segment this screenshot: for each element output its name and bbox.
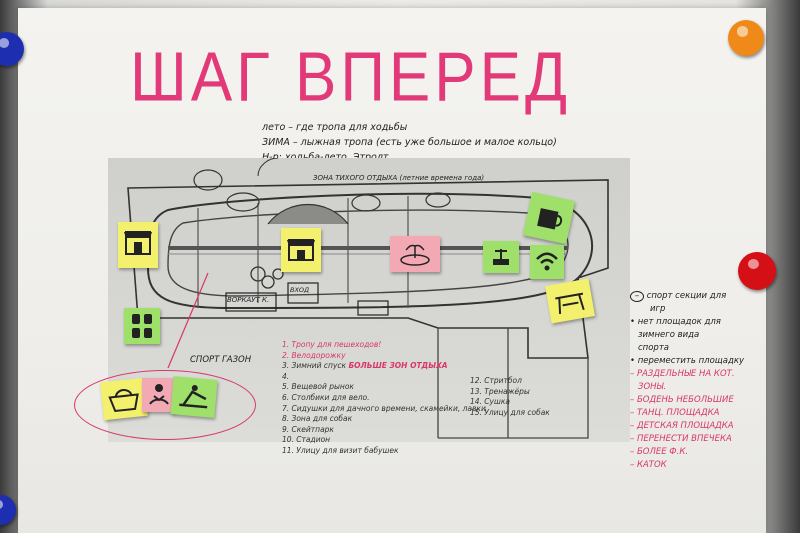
legend-list-right: 12. Стритбол 13. Тренажёры 14. Сушка 15.… — [470, 376, 550, 418]
sticky-basket — [100, 377, 148, 421]
legend-item: 5. Вещевой рынок — [282, 382, 354, 392]
minus-circle-icon: – — [630, 291, 644, 302]
coffee-cup-icon — [537, 208, 563, 230]
sticky-fountain-green — [483, 241, 519, 273]
right-note-dark: спорта — [638, 343, 669, 353]
legend-item: 6. Столбики для вело. — [282, 392, 370, 402]
blue-pin-bottom-left — [0, 495, 16, 525]
sport-lawn-label: СПОРТ ГАЗОН — [190, 355, 252, 365]
sticky-wifi — [530, 245, 564, 279]
right-note-pink: – ДЕТСКАЯ ПЛОЩАДКА — [630, 421, 734, 431]
shop-icon — [287, 239, 315, 261]
legend-item: 2. Велодорожку — [282, 350, 346, 360]
top-note-3: Н-р: ходьба-лето. Этролт. — [262, 150, 557, 165]
legend-item-text: 3. Зимний спуск — [282, 361, 347, 371]
sticky-fountain — [390, 236, 440, 272]
right-note-dark: • переместить площадку — [630, 356, 745, 366]
legend-item: 14. Сушка — [470, 397, 510, 407]
park-map-lines — [127, 158, 609, 439]
right-note-pink: – КАТОК — [630, 460, 667, 470]
legend-list-left: 1. Тропу для пешеходов! 2. Велодорожку 3… — [282, 340, 486, 457]
meditation-icon — [149, 384, 169, 405]
sport-group-oval — [74, 370, 256, 440]
sticky-coffee — [522, 191, 576, 245]
shop-icon — [124, 231, 152, 255]
bench-icon — [555, 292, 585, 314]
map-vorkaut-label: ВОРКАУТ К. — [227, 296, 270, 304]
right-note-pink: ЗОНЫ. — [638, 382, 667, 392]
legend-item: 8. Зона для собак — [282, 414, 353, 424]
legend-item: 11. Улицу для визит бабушек — [282, 445, 399, 455]
wifi-icon — [536, 252, 558, 271]
legend-highlight: БОЛЬШЕ ЗОН ОТДЫХА — [348, 361, 448, 371]
poster-title: ШАГ ВПЕРЕД — [130, 38, 571, 117]
sticky-bench — [545, 278, 595, 324]
map-entry-label: ВХОД — [290, 286, 310, 294]
right-note-text: спорт секции для — [646, 291, 727, 301]
right-note-dark: игр — [650, 304, 666, 314]
sticky-shop-center — [281, 228, 321, 272]
legend-item: 12. Стритбол — [470, 376, 522, 385]
right-note-pink: – БОЛЕЕ Ф.К. — [630, 447, 689, 457]
top-note-1: лето – где тропа для ходьбы — [262, 122, 408, 133]
map-zone-label: ЗОНА ТИХОГО ОТДЫХА (летние времена года) — [313, 174, 485, 182]
right-note-pink: – БОДЕНЬ НЕБОЛЬШИЕ — [630, 395, 734, 405]
right-note-dark: – спорт секции для — [630, 290, 780, 303]
sticky-meditation — [142, 378, 176, 412]
top-notes: лето – где тропа для ходьбы ЗИМА – лыжна… — [262, 120, 557, 165]
bike-parking-icon — [132, 314, 152, 338]
legend-item: 7. Сидушки для дачного времени, скамейки… — [282, 403, 486, 413]
legend-item: 1. Тропу для пешеходов! — [282, 340, 382, 349]
orange-pin-top-right — [728, 20, 764, 56]
right-note-pink: – ТАНЦ. ПЛОЩАДКА — [630, 408, 720, 418]
legend-item: 9. Скейтпарк — [282, 424, 334, 434]
fountain-icon — [400, 244, 430, 266]
right-note-pink: – ПЕРЕНЕСТИ ВПЕЧЕКА — [630, 434, 732, 444]
legend-item: 13. Тренажёры — [470, 386, 530, 396]
legend-item: 4. — [282, 371, 290, 381]
sticky-rest — [170, 376, 218, 418]
basket-icon — [108, 389, 139, 413]
right-note-pink: – РАЗДЕЛЬНЫЕ НА КОТ. — [630, 369, 735, 379]
sticky-traffic — [124, 308, 160, 344]
legend-item: 15. Улицу для собак — [470, 407, 550, 417]
legend-item: 3. Зимний спуск БОЛЬШЕ ЗОН ОТДЫХА — [282, 361, 486, 372]
lounger-icon — [179, 385, 208, 409]
sticky-shop-left — [118, 222, 158, 268]
right-note-dark: зимнего вида — [638, 330, 700, 340]
top-note-2: ЗИМА – лыжная тропа (есть уже большое и … — [262, 137, 557, 148]
fountain-icon — [493, 249, 509, 265]
legend-item: 10. Стадион — [282, 435, 331, 445]
right-side-notes: – спорт секции для игр • нет площадок дл… — [630, 290, 780, 472]
red-pin-right — [738, 252, 776, 290]
right-note-dark: • нет площадок для — [630, 317, 721, 327]
